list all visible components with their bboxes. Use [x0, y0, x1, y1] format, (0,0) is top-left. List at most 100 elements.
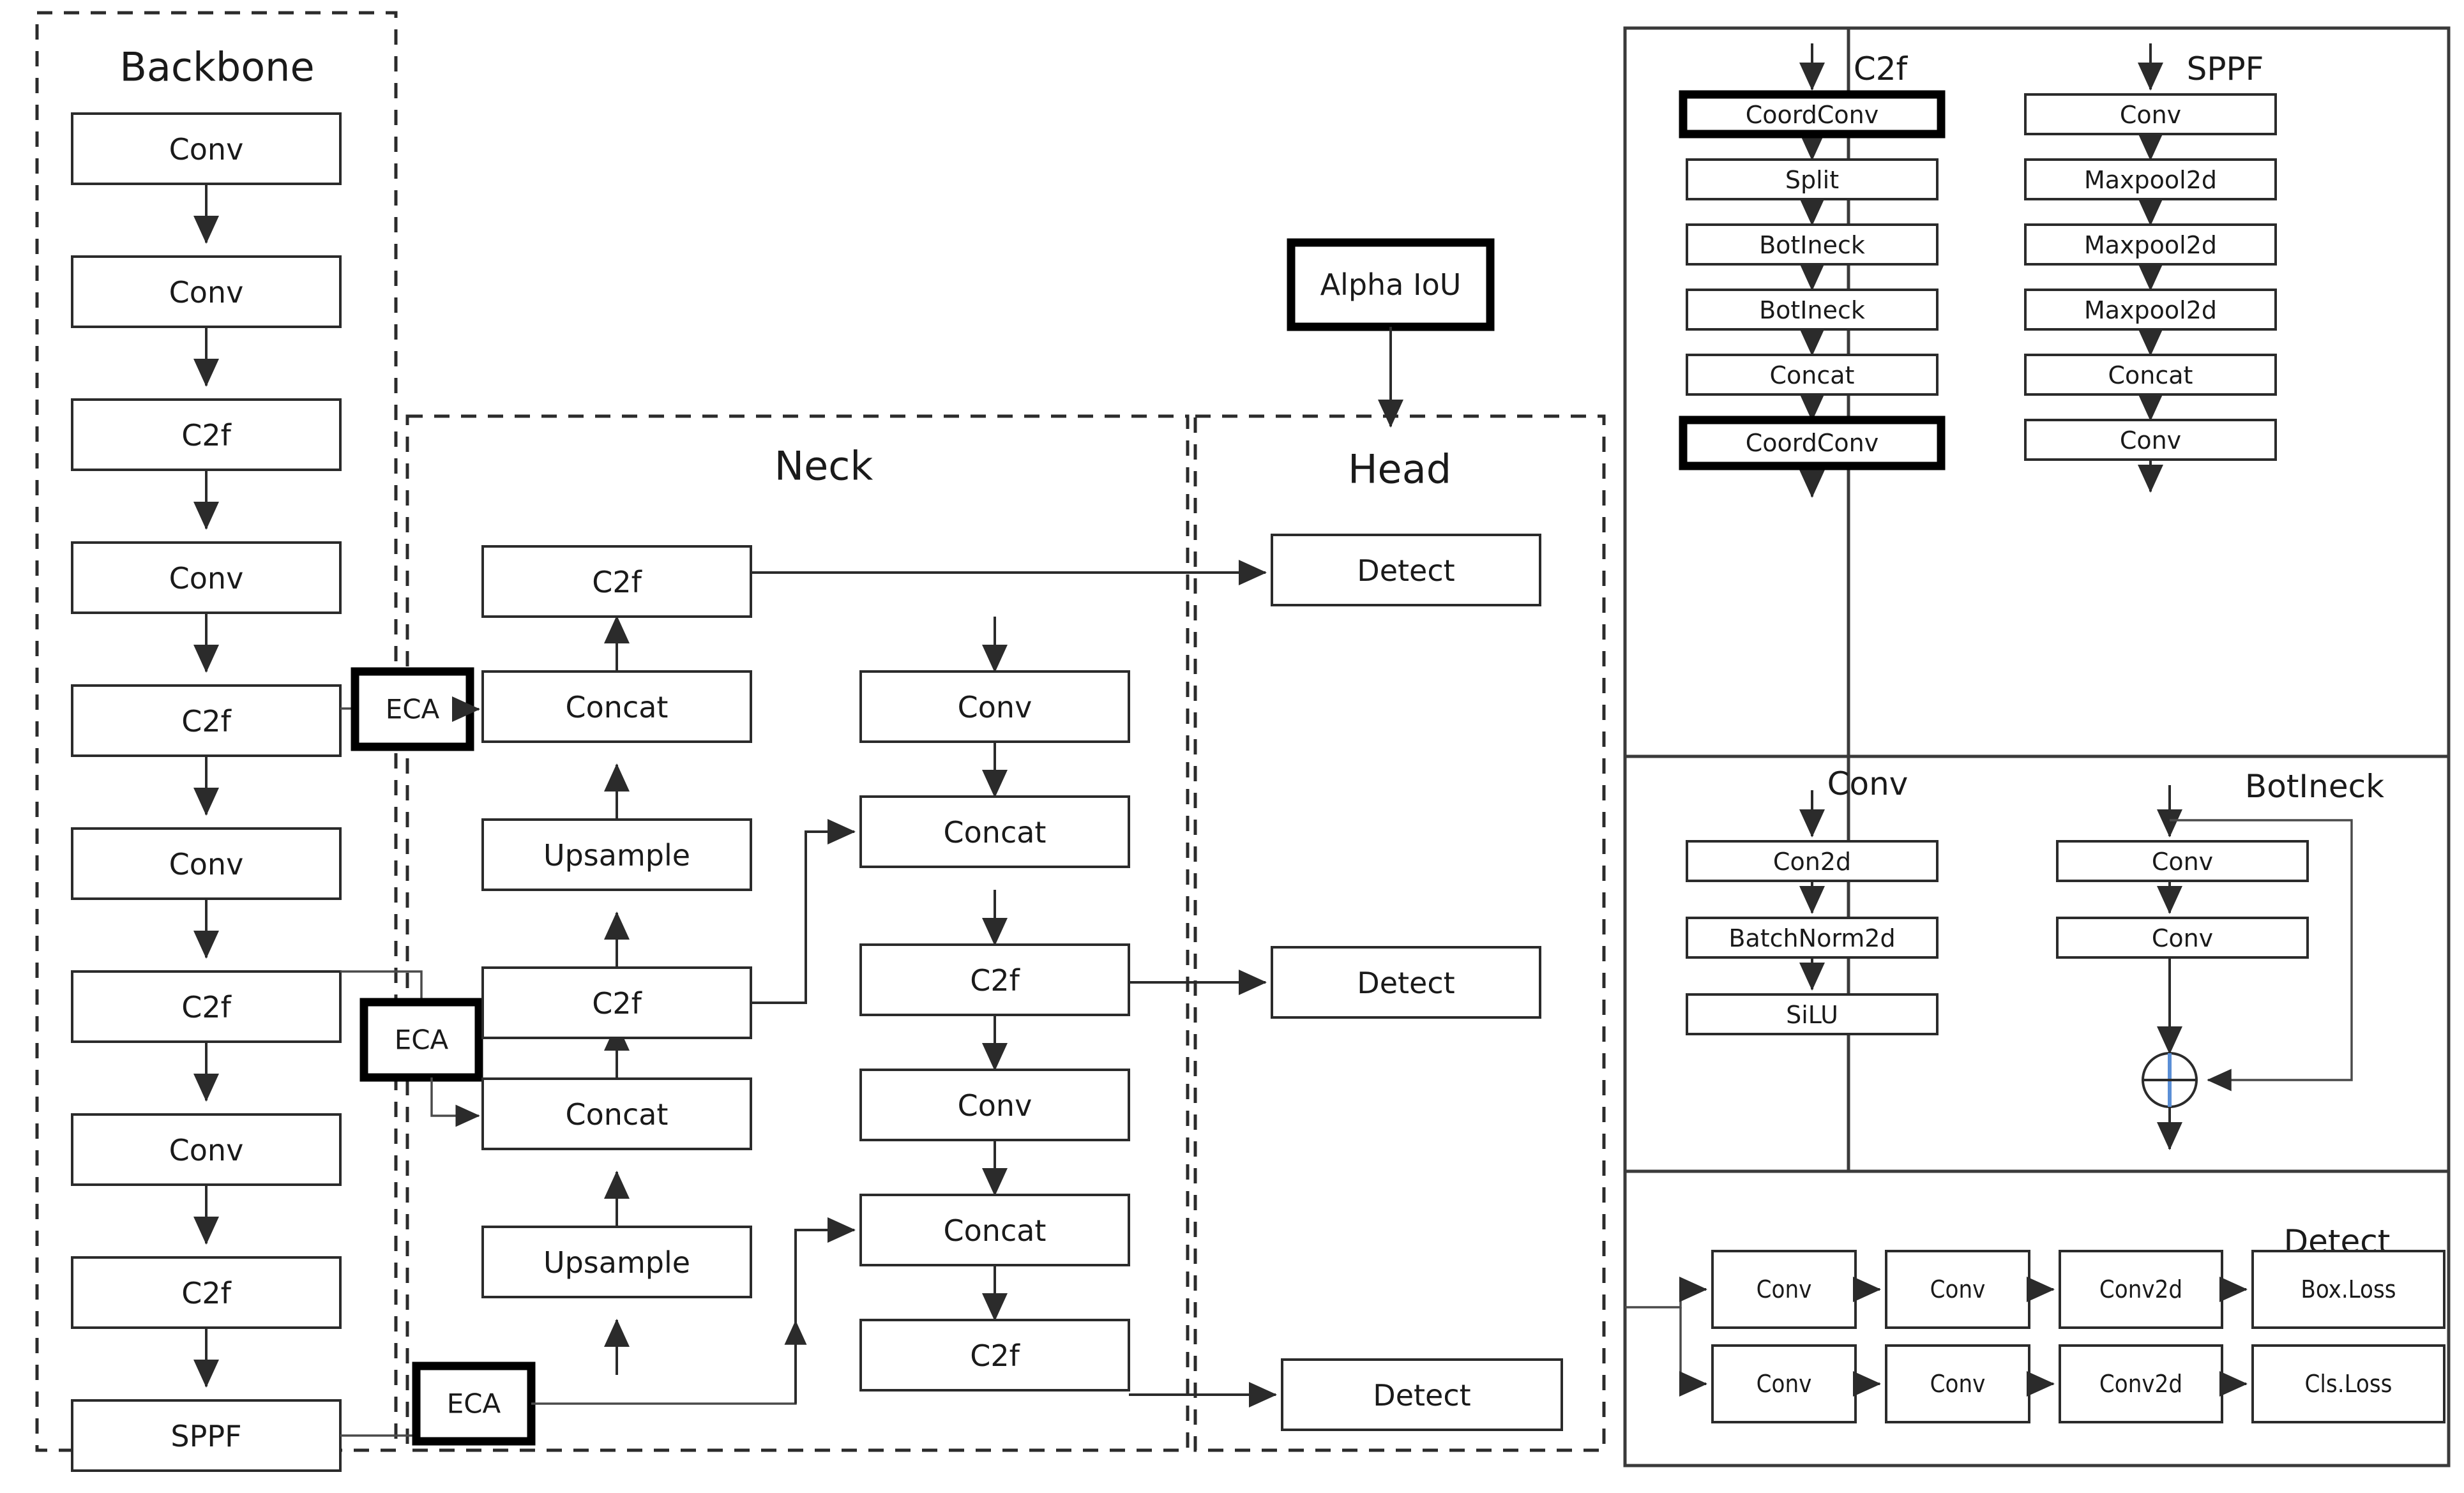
c2f-module-block-5[interactable]: CoordConv: [1679, 416, 1946, 470]
block-label: Conv: [169, 561, 244, 596]
sppf-module-block-5[interactable]: Conv: [2024, 419, 2277, 461]
neck-block-c2f-mid[interactable]: C2f: [481, 966, 752, 1039]
block-label: C2f: [181, 704, 232, 739]
block-label: Cls.Loss: [2305, 1370, 2392, 1398]
detect-box-loss-block[interactable]: Box.Loss: [2251, 1250, 2445, 1329]
block-label: Conv: [2120, 426, 2181, 454]
neck-block-concat-r1[interactable]: Concat: [859, 795, 1130, 868]
block-label: Conv: [169, 1133, 244, 1167]
backbone-block-c2f-4[interactable]: C2f: [71, 684, 342, 757]
backbone-block-conv-5[interactable]: Conv: [71, 827, 342, 900]
head-title: Head: [1348, 446, 1451, 493]
sppf-module-block-3[interactable]: Maxpool2d: [2024, 289, 2277, 331]
skip-c2f6-to-eca2: [340, 970, 423, 1002]
module-panel-frame: [1623, 26, 2451, 1467]
block-label: SPPF: [170, 1419, 241, 1453]
detect-cls-branch-block-2[interactable]: Conv2d: [2059, 1344, 2223, 1423]
detect-box-branch-block-0[interactable]: Conv: [1711, 1250, 1857, 1329]
neck-block-conv-r0[interactable]: Conv: [859, 670, 1130, 743]
sppf-module-block-2[interactable]: Maxpool2d: [2024, 223, 2277, 266]
head-detect-2[interactable]: Detect: [1271, 946, 1541, 1019]
neck-block-concat-1[interactable]: Concat: [481, 670, 752, 743]
backbone-block-conv-7[interactable]: Conv: [71, 1113, 342, 1186]
detect-cls-loss-block[interactable]: Cls.Loss: [2251, 1344, 2445, 1423]
eca-block-2[interactable]: ECA: [359, 998, 483, 1082]
block-label: CoordConv: [1746, 101, 1878, 129]
block-label: Conv: [2152, 924, 2213, 952]
block-label: Maxpool2d: [2084, 296, 2217, 324]
sppf-module-block-0[interactable]: Conv: [2024, 93, 2277, 135]
block-label: C2f: [970, 963, 1020, 998]
block-label: Conv2d: [2099, 1275, 2182, 1303]
neck-block-upsample-1[interactable]: Upsample: [481, 818, 752, 891]
link-eca3line-to-concat-r4: [794, 1217, 856, 1404]
eca-label: ECA: [386, 694, 440, 725]
block-label: Conv: [169, 275, 244, 310]
neck-block-c2f-r2[interactable]: C2f: [859, 943, 1130, 1016]
block-label: BotIneck: [1759, 231, 1865, 259]
backbone-block-conv-1[interactable]: Conv: [71, 255, 342, 328]
backbone-block-conv-3[interactable]: Conv: [71, 541, 342, 614]
head-detect-3[interactable]: Detect: [1281, 1358, 1563, 1431]
block-label: C2f: [181, 990, 232, 1024]
conv-module-block-1[interactable]: BatchNorm2d: [1686, 917, 1939, 959]
detect-cls-branch-block-1[interactable]: Conv: [1885, 1344, 2030, 1423]
neck-block-concat-2[interactable]: Concat: [481, 1077, 752, 1150]
block-label: C2f: [181, 418, 232, 453]
backbone-block-c2f-8[interactable]: C2f: [71, 1256, 342, 1329]
detect-box-branch-block-2[interactable]: Conv2d: [2059, 1250, 2223, 1329]
block-label: Conv: [958, 690, 1032, 724]
block-label: Conv: [169, 132, 244, 167]
neck-region: [405, 414, 1190, 1452]
backbone-block-c2f-6[interactable]: C2f: [71, 970, 342, 1043]
c2f-module-block-0[interactable]: CoordConv: [1679, 90, 1946, 139]
module-botineck-title: BotIneck: [2245, 768, 2384, 805]
sppf-module-block-1[interactable]: Maxpool2d: [2024, 158, 2277, 200]
block-label: Box.Loss: [2301, 1275, 2396, 1303]
eca-block-1[interactable]: ECA: [351, 667, 474, 751]
block-label: Conv: [1930, 1370, 1986, 1398]
detect-box-branch-block-1[interactable]: Conv: [1885, 1250, 2030, 1329]
module-conv-title: Conv: [1827, 765, 1908, 802]
block-label: Conv: [2120, 101, 2181, 129]
block-label: Detect: [1357, 966, 1455, 1000]
c2f-module-block-3[interactable]: BotIneck: [1686, 289, 1939, 331]
block-label: BatchNorm2d: [1728, 924, 1895, 952]
head-detect-1[interactable]: Detect: [1271, 534, 1541, 606]
block-label: Conv: [958, 1088, 1032, 1123]
neck-block-c2f-r5[interactable]: C2f: [859, 1319, 1130, 1392]
conv-module-block-2[interactable]: SiLU: [1686, 993, 1939, 1035]
block-label: Conv2d: [2099, 1370, 2182, 1398]
backbone-block-c2f-2[interactable]: C2f: [71, 398, 342, 471]
botineck-module-block-1[interactable]: Conv: [2056, 917, 2309, 959]
block-label: Maxpool2d: [2084, 166, 2217, 194]
block-label: C2f: [592, 986, 642, 1021]
neck-block-c2f-top[interactable]: C2f: [481, 545, 752, 618]
block-label: Upsample: [543, 838, 690, 873]
neck-block-concat-r4[interactable]: Concat: [859, 1194, 1130, 1266]
block-label: Concat: [944, 1213, 1047, 1248]
block-label: SiLU: [1786, 1001, 1838, 1029]
alpha-iou-label: Alpha IoU: [1320, 267, 1462, 302]
detect-cls-branch-block-0[interactable]: Conv: [1711, 1344, 1857, 1423]
plus-circle-icon: [2142, 1052, 2198, 1108]
botineck-module-block-0[interactable]: Conv: [2056, 840, 2309, 882]
module-c2f-title: C2f: [1854, 50, 1908, 87]
neck-block-conv-r3[interactable]: Conv: [859, 1069, 1130, 1141]
backbone-block-conv-0[interactable]: Conv: [71, 112, 342, 185]
eca-block-3[interactable]: ECA: [412, 1362, 536, 1446]
c2f-module-block-2[interactable]: BotIneck: [1686, 223, 1939, 266]
block-label: Con2d: [1773, 848, 1851, 876]
conv-module-block-0[interactable]: Con2d: [1686, 840, 1939, 882]
block-label: BotIneck: [1759, 296, 1865, 324]
c2f-module-block-4[interactable]: Concat: [1686, 354, 1939, 396]
alpha-iou-block[interactable]: Alpha IoU: [1287, 238, 1495, 331]
c2f-module-block-1[interactable]: Split: [1686, 158, 1939, 200]
block-label: Conv: [1930, 1275, 1986, 1303]
backbone-block-sppf-9[interactable]: SPPF: [71, 1399, 342, 1472]
neck-block-upsample-2[interactable]: Upsample: [481, 1226, 752, 1298]
block-label: Detect: [1373, 1378, 1470, 1413]
sppf-module-block-4[interactable]: Concat: [2024, 354, 2277, 396]
block-label: Concat: [566, 690, 669, 724]
